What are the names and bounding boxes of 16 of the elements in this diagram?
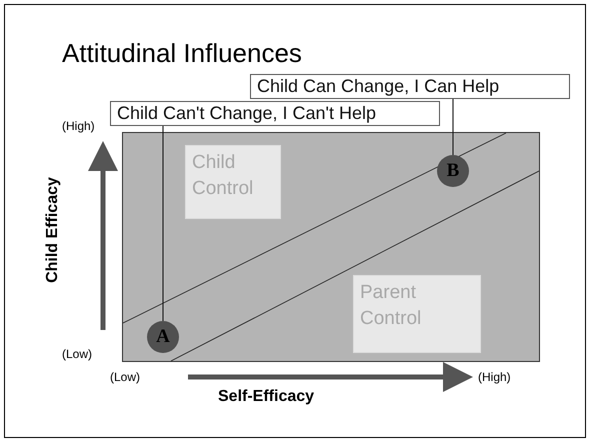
axis-title: Self-Efficacy bbox=[218, 388, 314, 406]
leader-line bbox=[452, 98, 454, 156]
axis-end-label: (High) bbox=[478, 370, 511, 384]
region-label: Parent Control bbox=[353, 275, 481, 353]
slide-title: Attitudinal Influences bbox=[62, 38, 302, 69]
axis-end-label: (Low) bbox=[110, 370, 140, 384]
axis-title: Child Efficacy bbox=[44, 177, 62, 283]
leader-line bbox=[162, 126, 164, 322]
callout-box: Child Can't Change, I Can't Help bbox=[110, 101, 440, 126]
callout-box: Child Can Change, I Can Help bbox=[250, 74, 570, 99]
axis-end-label: (Low) bbox=[62, 347, 92, 361]
axis-end-label: (High) bbox=[62, 119, 95, 133]
region-label: Child Control bbox=[185, 145, 281, 219]
plot-area bbox=[122, 132, 540, 362]
point-marker: A bbox=[147, 321, 179, 353]
point-marker: B bbox=[437, 155, 469, 187]
